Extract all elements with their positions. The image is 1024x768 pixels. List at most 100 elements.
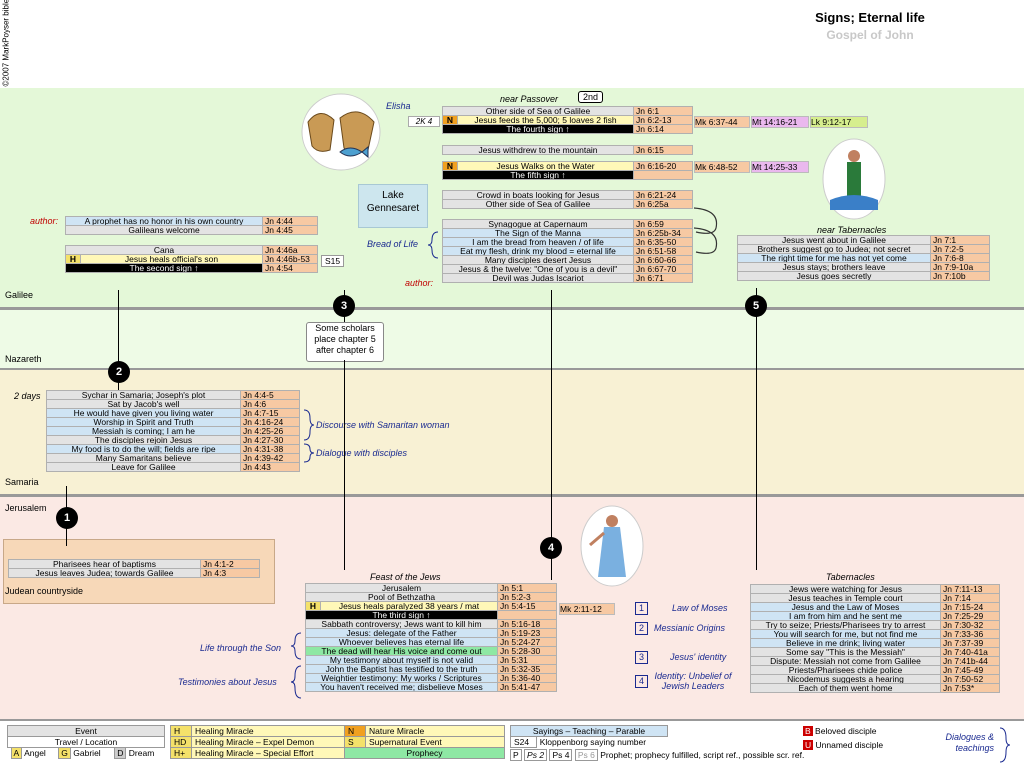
legend-dialogues: Dialogues & teachings — [945, 732, 994, 753]
copyright: ©2007 MarkPoyser biblediagrams.com — [1, 0, 11, 87]
divider-2 — [0, 368, 1024, 370]
elisha-ref: 2K 4 — [408, 116, 440, 127]
path-line-3b — [344, 360, 345, 570]
path-line-2 — [118, 290, 119, 390]
page-subtitle: Gospel of John — [826, 28, 914, 42]
table-row: A prophet has no honor in his own countr… — [65, 216, 318, 226]
page-title: Signs; Eternal life — [815, 10, 925, 25]
table-author-prophet: A prophet has no honor in his own countr… — [65, 216, 318, 235]
s15-badge: S15 — [321, 255, 345, 267]
numbox-4: 4 — [635, 675, 648, 688]
legend-healing: Healing Miracle — [191, 725, 349, 737]
region-samaria: Samaria — [5, 477, 39, 487]
journey-circle-5: 5 — [745, 295, 767, 317]
samaria-brace-1 — [303, 409, 314, 441]
feast-brace-2 — [291, 665, 302, 699]
table-row: The fifth sign ↑ — [442, 170, 693, 180]
table-row: Jesus & the twelve: "One of you is a dev… — [442, 264, 693, 274]
table-row: Sabbath controversy; Jews want to kill h… — [305, 619, 557, 629]
table-row: Brothers suggest go to Judea; not secret… — [737, 244, 990, 254]
path-line-4 — [551, 290, 552, 580]
jesus-on-water-image — [822, 138, 886, 220]
legend-prophecy: Prophecy — [344, 747, 505, 759]
loaves-fish-image — [301, 93, 381, 171]
parallel-lk: Lk 9:12-17 — [810, 116, 868, 128]
table-row: Eat my flesh, drink my blood = eternal l… — [442, 246, 693, 256]
numbox-2: 2 — [635, 622, 648, 635]
near-tabernacles-label: near Tabernacles — [817, 225, 887, 235]
legend-travel: Travel / Location — [7, 736, 165, 748]
bread-brace — [428, 231, 439, 259]
table-row: The second sign ↑Jn 4:54 — [65, 263, 318, 273]
legend-healing-demon: Healing Miracle – Expel Demon — [191, 736, 349, 748]
numbox-1: 1 — [635, 602, 648, 615]
divider-3 — [0, 494, 1024, 497]
legend-dream: D Dream — [111, 747, 164, 759]
dialogue-disciples-label: Dialogue with disciples — [316, 448, 408, 458]
region-jerusalem: Jerusalem — [5, 503, 47, 513]
jesus-identity-label: Jesus' identity — [670, 652, 727, 662]
table-row: Weightier testimony: My works / Scriptur… — [305, 673, 557, 683]
legend-healing-special: Healing Miracle – Special Effort — [191, 747, 349, 759]
tabernacles-label: Tabernacles — [826, 572, 875, 582]
parallel-mt: Mt 14:16-21 — [751, 116, 809, 128]
legend-unnamed: U Unnamed disciple — [803, 740, 884, 750]
divider-4 — [0, 719, 1024, 721]
table-row: John the Baptist has testified to the tr… — [305, 664, 557, 674]
legend-prophet-row: P Ps 2 Ps 4 Ps 6 Prophet; prophecy fulfi… — [510, 749, 804, 761]
region-nazareth: Nazareth — [5, 354, 42, 364]
messianic-origins-label: Messianic Origins — [654, 623, 726, 633]
life-through-son-label: Life through the Son — [200, 643, 282, 653]
near-passover-label: near Passover — [500, 94, 559, 104]
capernaum-loop-arrows — [693, 207, 718, 254]
law-of-moses-label: Law of Moses — [672, 603, 728, 613]
samaria-brace-2 — [303, 443, 314, 463]
path-line-5 — [756, 288, 757, 570]
legend-gabriel: G Gabriel — [55, 747, 111, 759]
author-label-2: author: — [405, 278, 434, 288]
table-row: The third sign ↑ — [305, 610, 557, 620]
region-judean: Judean countryside — [5, 586, 84, 596]
lake-box: Lake Gennesaret — [358, 184, 428, 228]
legend-beloved: B Beloved disciple — [803, 726, 877, 736]
